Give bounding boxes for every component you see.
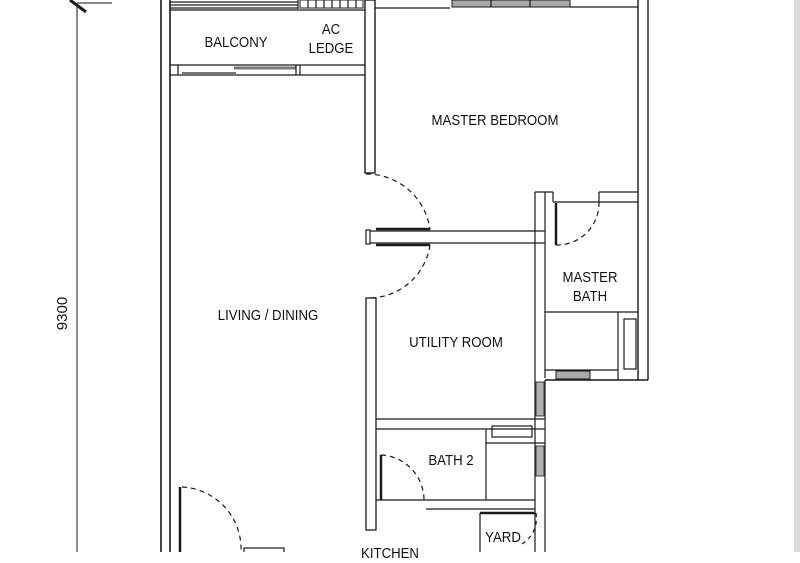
master-bath-walls [534, 191, 638, 552]
master-bedroom-door [365, 173, 431, 231]
dimension-line [69, 0, 112, 552]
living-bedroom-wall [364, 0, 450, 174]
bedroom-utility-wall [365, 227, 545, 247]
room-label-master-bath-line1: MASTER [562, 269, 618, 286]
right-outer-wall [545, 0, 649, 381]
room-label-utility-room: UTILITY ROOM [409, 334, 503, 351]
room-label-master-bedroom: MASTER BEDROOM [431, 112, 559, 129]
balcony-sliding-door [170, 64, 365, 76]
room-label-ac-ledge-line1: AC [321, 21, 341, 38]
master-bedroom-window [451, 0, 638, 8]
master-bath-door [555, 201, 600, 246]
room-label-master-bath: MASTER BATH [555, 268, 625, 306]
page-edge-bar [794, 0, 800, 552]
yard-walls [479, 511, 538, 552]
room-label-kitchen: KITCHEN [361, 545, 419, 562]
room-label-yard: YARD [485, 529, 521, 546]
room-label-master-bath-line2: BATH [572, 288, 608, 305]
utility-left-wall [365, 297, 377, 531]
bath-2-walls [376, 418, 545, 510]
room-label-balcony: BALCONY [204, 34, 268, 51]
room-label-living-dining: LIVING / DINING [217, 307, 319, 324]
utility-room-door [367, 244, 431, 299]
left-outer-wall [160, 0, 171, 552]
room-label-bath-2: BATH 2 [428, 452, 474, 469]
dimension-label: 9300 [54, 296, 72, 331]
balcony-railing [170, 0, 365, 11]
bath-2-door [380, 454, 425, 501]
room-label-ac-ledge: AC LEDGE [304, 20, 359, 58]
room-label-ac-ledge-line2: LEDGE [308, 40, 354, 57]
lower-right-wall [535, 380, 546, 552]
main-entrance-door [178, 486, 285, 552]
